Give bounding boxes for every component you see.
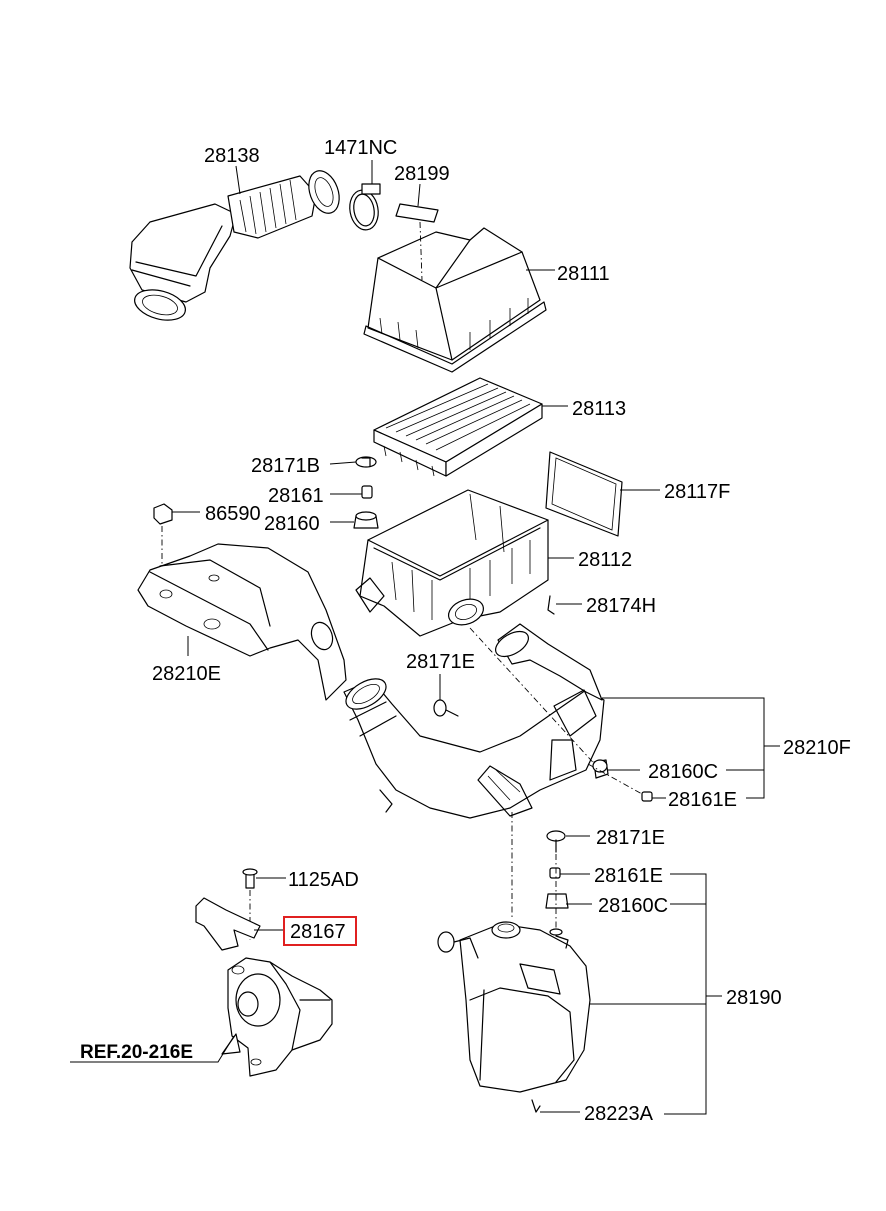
label-1125AD: 1125AD: [288, 869, 359, 891]
bolt-28171E-hose: [433, 674, 459, 717]
bolt-86590: [153, 503, 200, 590]
label-28174H: 28174H: [586, 595, 656, 617]
label-28171E-hose: 28171E: [406, 651, 475, 673]
resonator-box-28190: [437, 921, 591, 1113]
label-sticker-28199: [395, 183, 439, 223]
label-28111: 28111: [557, 263, 610, 285]
label-28167[interactable]: 28167: [290, 921, 346, 943]
grommets-hose: [587, 697, 780, 802]
label-28161E-hose: 28161E: [668, 789, 737, 811]
clip-28174H: [547, 595, 582, 615]
label-28223A: 28223A: [584, 1103, 654, 1125]
label-28161E-lower: 28161E: [594, 865, 663, 887]
label-28171E-lower: 28171E: [596, 827, 665, 849]
label-28199: 28199: [394, 163, 450, 185]
label-28210E: 28210E: [152, 663, 221, 685]
label-28190: 28190: [726, 987, 782, 1009]
fasteners-lower: [511, 812, 722, 1115]
label-28112: 28112: [578, 549, 632, 571]
intake-hose-28210F: [343, 623, 605, 819]
label-28210F: 28210F: [783, 737, 851, 759]
label-28113: 28113: [572, 398, 626, 420]
engine-mount-assembly: [70, 868, 333, 1077]
gasket-28117F: [545, 451, 660, 537]
label-28138: 28138: [204, 145, 260, 167]
highlight-box-28167: [283, 916, 357, 946]
fasteners-upper: [329, 456, 379, 529]
resonator-28210E: [137, 543, 347, 701]
hose-clamp-1471NC: [349, 160, 381, 231]
label-28160C-hose: 28160C: [648, 761, 718, 783]
air-cleaner-cover-28111: [363, 221, 555, 373]
label-28117F: 28117F: [664, 481, 730, 503]
label-1471NC: 1471NC: [324, 137, 397, 159]
label-28161: 28161: [268, 485, 324, 507]
part-labels: 28138 1471NC 28199 28111 28113 28171B 28…: [80, 137, 851, 1125]
label-28160C-lower: 28160C: [598, 895, 668, 917]
label-28160: 28160: [264, 513, 320, 535]
label-86590: 86590: [205, 503, 261, 525]
intake-duct-28138: [129, 165, 340, 321]
air-cleaner-body-28112: [355, 489, 574, 637]
reference-label: REF.20-216E: [80, 1042, 193, 1063]
label-28171B: 28171B: [251, 455, 320, 477]
filter-element-28113: [373, 377, 568, 477]
